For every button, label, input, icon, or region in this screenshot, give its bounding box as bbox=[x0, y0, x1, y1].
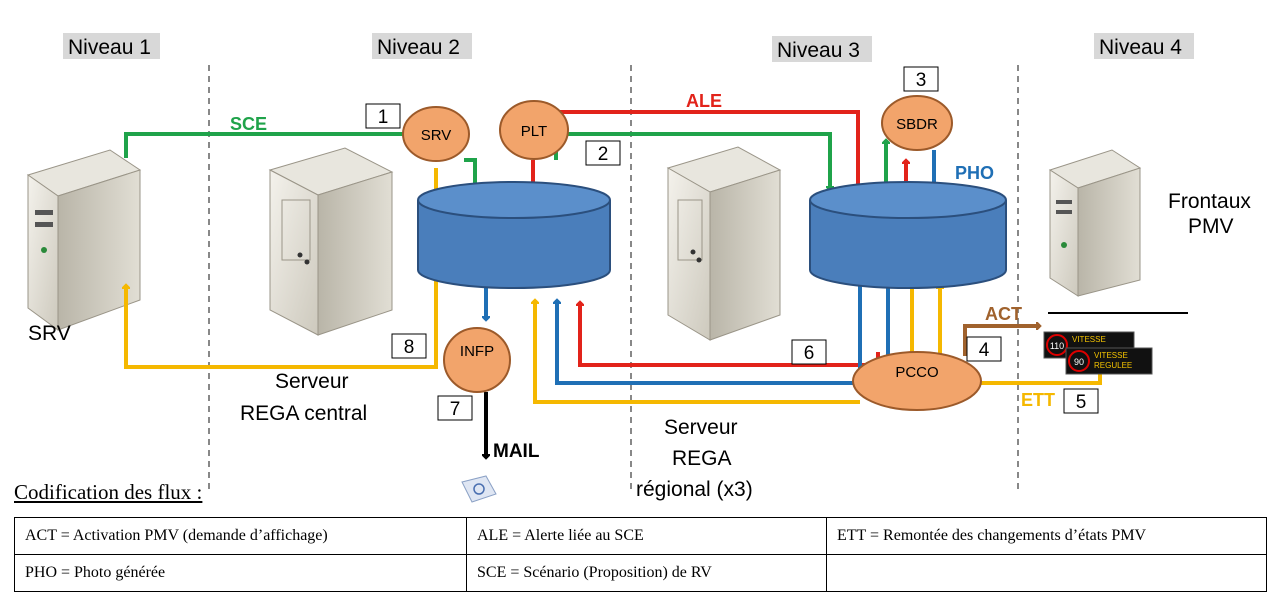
regional-database-icon bbox=[810, 182, 1006, 288]
number-4: 4 bbox=[979, 340, 990, 361]
srv-server-icon bbox=[28, 150, 140, 330]
legend-pho: PHO = Photo générée bbox=[15, 555, 467, 592]
regional-server-label-3: régional (x3) bbox=[636, 478, 753, 501]
ett-label: ETT bbox=[1021, 390, 1055, 410]
legend-table: ACT = Activation PMV (demande d’affichag… bbox=[14, 517, 1267, 592]
legend-row: PHO = Photo générée SCE = Scénario (Prop… bbox=[15, 555, 1267, 592]
level-4-label: Niveau 4 bbox=[1099, 36, 1182, 59]
number-2: 2 bbox=[598, 144, 609, 165]
ale-label: ALE bbox=[686, 91, 722, 111]
number-3: 3 bbox=[916, 70, 927, 91]
central-server-label-1: Serveur bbox=[275, 370, 349, 393]
legend-act: ACT = Activation PMV (demande d’affichag… bbox=[15, 518, 467, 555]
legend-sce: SCE = Scénario (Proposition) de RV bbox=[467, 555, 827, 592]
srv-server-label: SRV bbox=[28, 322, 71, 345]
regional-server-label-1: Serveur bbox=[664, 416, 738, 439]
infp-node bbox=[444, 328, 510, 392]
pmv-speed-2: 90 bbox=[1074, 357, 1084, 367]
level-1-label: Niveau 1 bbox=[68, 36, 151, 59]
level-2-label: Niveau 2 bbox=[377, 36, 460, 59]
pcco-node-label: PCCO bbox=[895, 364, 938, 381]
central-database-icon bbox=[418, 182, 610, 288]
number-6: 6 bbox=[804, 343, 815, 364]
frontaux-label-1: Frontaux bbox=[1168, 190, 1251, 213]
pcco-node bbox=[853, 352, 981, 410]
pmv-speed-1: 110 bbox=[1050, 341, 1064, 351]
legend-title: Codification des flux : bbox=[14, 480, 202, 505]
legend-ale: ALE = Alerte liée au SCE bbox=[467, 518, 827, 555]
regional-server-label-2: REGA bbox=[672, 447, 732, 470]
pmv-sign-icon: 110 VITESSE 90 VITESSE REGULEE bbox=[1044, 332, 1152, 374]
mail-label: MAIL bbox=[493, 441, 540, 462]
level-3-label: Niveau 3 bbox=[777, 39, 860, 62]
infp-node-label: INFP bbox=[460, 343, 494, 360]
architecture-diagram: Niveau 1 Niveau 2 Niveau 3 Niveau 4 SRV … bbox=[0, 0, 1286, 520]
frontaux-label-2: PMV bbox=[1188, 215, 1234, 238]
sce-label: SCE bbox=[230, 114, 267, 134]
legend-empty bbox=[827, 555, 1267, 592]
act-label: ACT bbox=[985, 304, 1022, 324]
regional-server-icon bbox=[668, 147, 780, 340]
central-server-icon bbox=[270, 148, 392, 335]
sbdr-node-label: SBDR bbox=[896, 116, 938, 133]
pho-label: PHO bbox=[955, 163, 994, 183]
frontaux-server-icon bbox=[1050, 150, 1140, 296]
pmv-text-2b: REGULEE bbox=[1094, 361, 1132, 370]
plt-node-label: PLT bbox=[521, 123, 547, 140]
pmv-text-2a: VITESSE bbox=[1094, 351, 1128, 360]
number-1: 1 bbox=[378, 107, 389, 128]
number-7: 7 bbox=[450, 399, 461, 420]
sce-flow-line bbox=[126, 134, 406, 158]
legend-ett: ETT = Remontée des changements d’états P… bbox=[827, 518, 1267, 555]
number-8: 8 bbox=[404, 337, 415, 358]
pmv-text-1: VITESSE bbox=[1072, 335, 1106, 344]
number-5: 5 bbox=[1076, 392, 1087, 413]
legend-row: ACT = Activation PMV (demande d’affichag… bbox=[15, 518, 1267, 555]
srv-node-label: SRV bbox=[421, 127, 452, 144]
mail-icon bbox=[462, 476, 496, 502]
central-server-label-2: REGA central bbox=[240, 402, 367, 425]
